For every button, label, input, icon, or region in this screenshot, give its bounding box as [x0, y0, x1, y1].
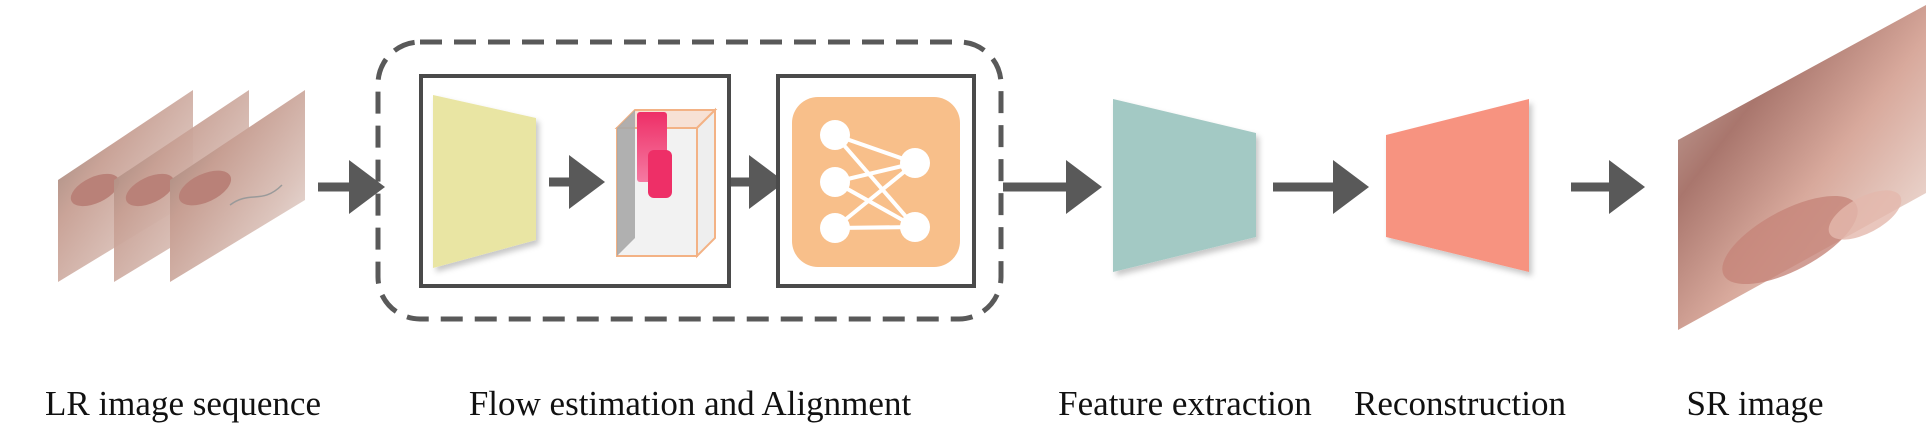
label-flow-alignment: Flow estimation and Alignment — [468, 384, 912, 423]
feature-extraction-block — [1113, 99, 1256, 272]
label-lr-image-sequence: LR image sequence — [44, 384, 321, 423]
flow-estimation-block — [433, 95, 536, 268]
lr-frame-3 — [170, 90, 305, 282]
label-reconstruction: Reconstruction — [1354, 384, 1566, 423]
label-feature-extraction: Feature extraction — [1058, 384, 1312, 423]
label-sr-image: SR image — [1686, 384, 1824, 423]
flow-volume — [614, 107, 718, 259]
neural-network-nodes — [820, 120, 930, 243]
flow-alignment-group — [375, 39, 1004, 322]
reconstruction-block — [1386, 99, 1529, 272]
lr-image-stack — [58, 90, 305, 282]
sr-output-image — [1678, 5, 1926, 330]
